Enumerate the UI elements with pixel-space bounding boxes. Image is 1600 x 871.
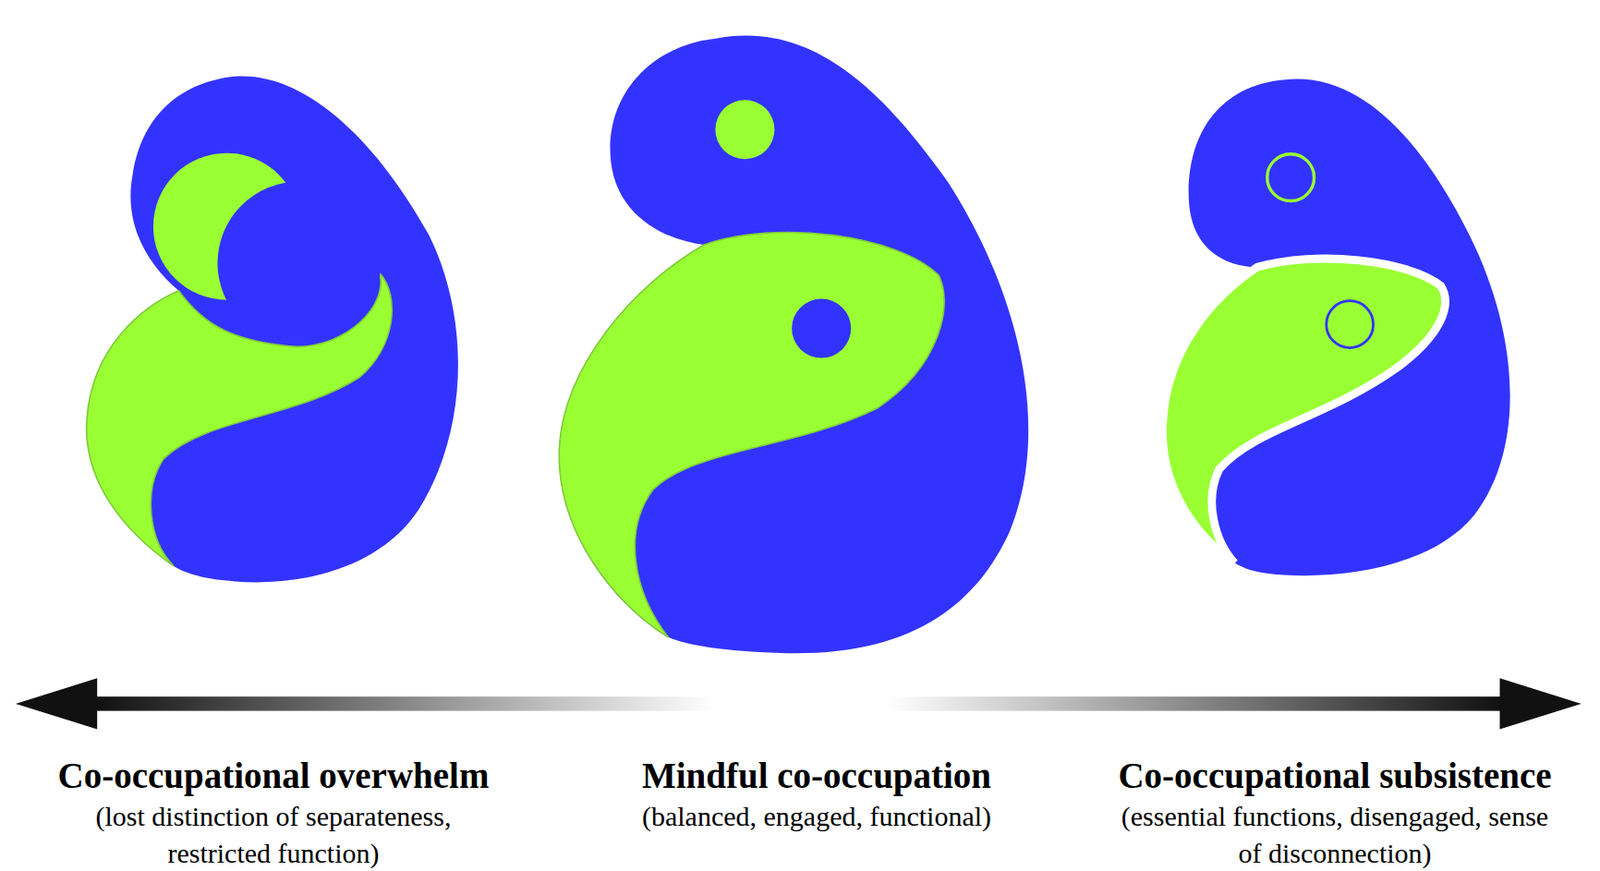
overwhelm-figure — [86, 76, 459, 583]
subsistence-figure — [1163, 79, 1511, 577]
pole-description: (lost distinction of separateness, restr… — [42, 798, 505, 871]
spectrum-arrow — [15, 678, 1582, 729]
pole-description: (balanced, engaged, functional) — [530, 798, 1104, 836]
pole-heading: Mindful co-occupation — [642, 754, 992, 798]
pole-heading: Co-occupational subsistence — [1117, 754, 1552, 798]
pole-description: (essential functions, disengaged, sense … — [1108, 798, 1562, 871]
pole-heading: Co-occupational overwhelm — [58, 754, 490, 798]
mindful-figure — [558, 35, 1029, 654]
